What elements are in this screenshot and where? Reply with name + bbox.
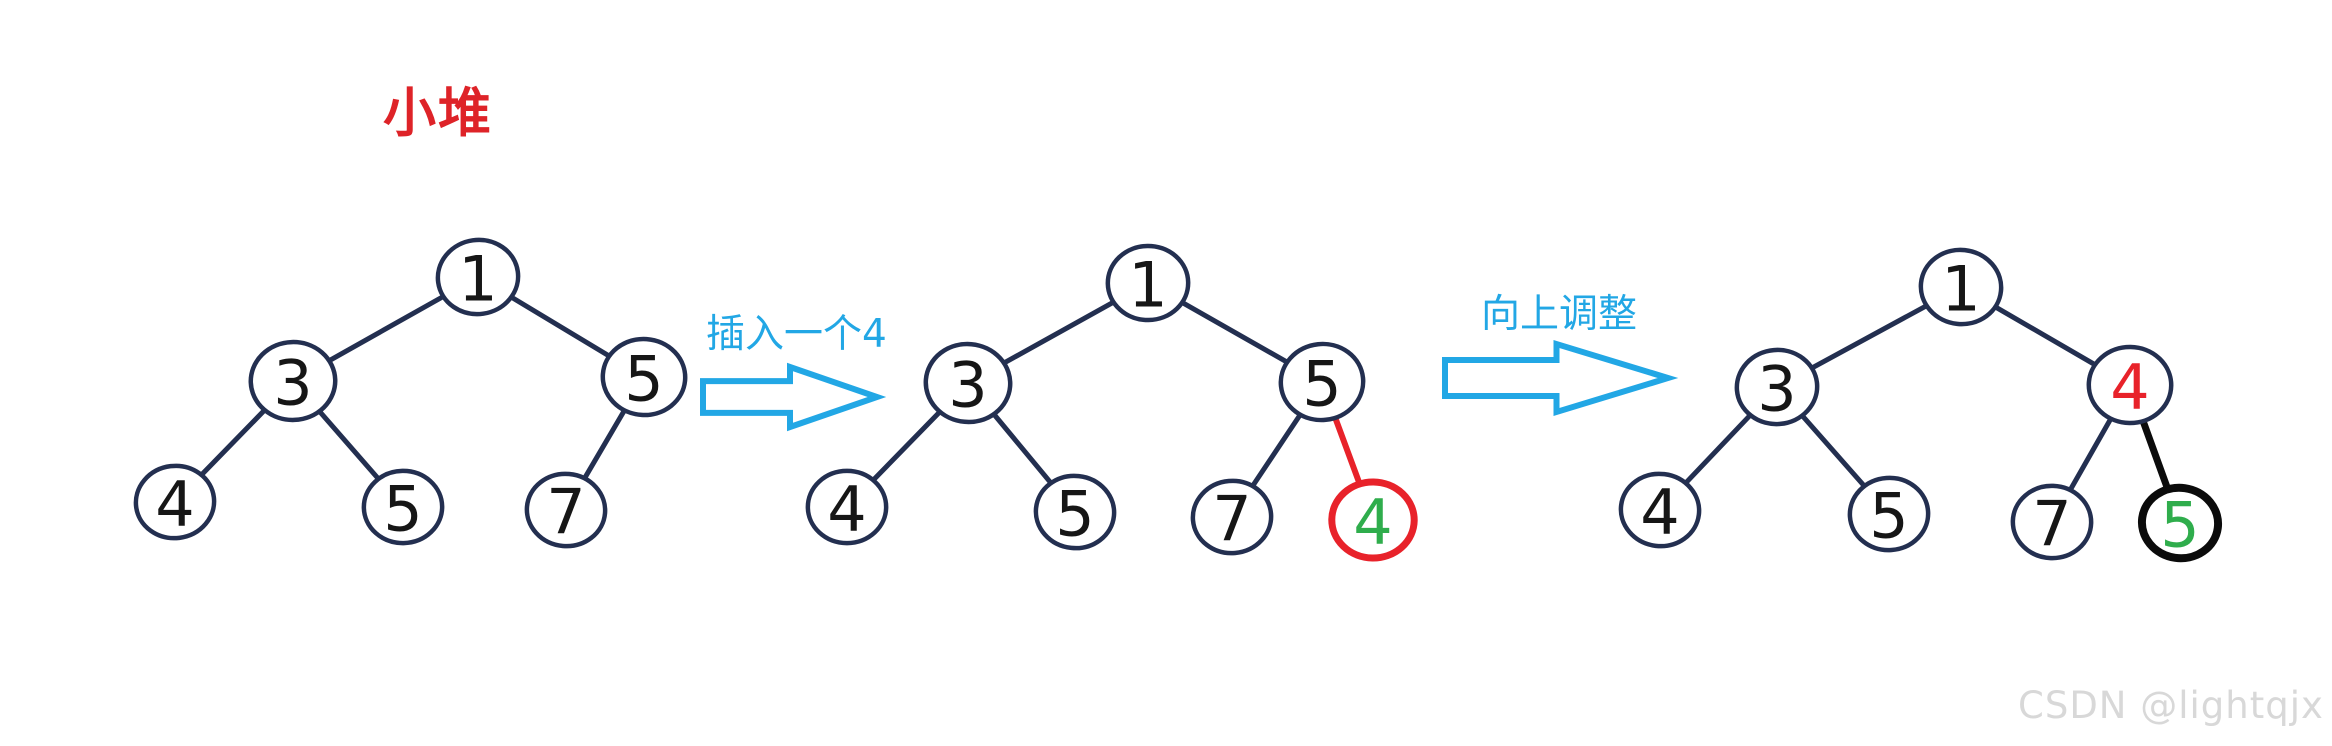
- tree-node: 3: [248, 339, 338, 423]
- arrow-label: 向上调整: [1481, 292, 1637, 337]
- node-label: 4: [155, 468, 194, 541]
- node-circle: [361, 468, 445, 546]
- tree-edge: [324, 292, 449, 365]
- tree-node: 5: [1847, 475, 1931, 553]
- tree-edge: [869, 408, 944, 484]
- node-circle: [435, 237, 521, 317]
- block-arrow-shape: [700, 362, 887, 432]
- tree-node: 1: [1105, 243, 1191, 323]
- tree-node: 5: [1278, 341, 1366, 423]
- node-circle: [1105, 243, 1191, 323]
- tree-node: 5: [2137, 483, 2223, 563]
- node-circle: [1033, 473, 1117, 551]
- tree-edge: [1990, 303, 2100, 369]
- tree-edge: [1682, 411, 1754, 487]
- tree-edge: [1177, 298, 1292, 366]
- node-circle: [1734, 347, 1820, 427]
- node-circle: [1328, 478, 1418, 562]
- node-label: 7: [546, 476, 585, 549]
- tree-node: 5: [600, 336, 688, 418]
- node-circle: [2137, 483, 2223, 563]
- node-label: 1: [1941, 253, 1980, 326]
- node-circle: [2010, 483, 2094, 561]
- node-circle: [1918, 247, 2004, 327]
- node-label: 5: [1055, 478, 1094, 551]
- watermark: CSDN @lightqjx: [2018, 684, 2324, 727]
- node-label: 5: [624, 343, 663, 416]
- tree-edge: [2067, 415, 2114, 494]
- tree-edge: [1249, 411, 1304, 490]
- adjust-up-arrow: 向上调整: [1442, 292, 1679, 417]
- tree-node: 1: [1918, 247, 2004, 327]
- node-label: 1: [458, 243, 497, 316]
- node-label: 5: [1869, 480, 1908, 553]
- node-circle: [524, 471, 608, 549]
- node-label: 5: [1302, 348, 1341, 421]
- node-circle: [1190, 478, 1274, 556]
- node-circle: [600, 336, 688, 418]
- block-arrow-shape: [1442, 339, 1679, 417]
- tree-node: 4: [133, 463, 217, 541]
- tree-node: 3: [923, 341, 1013, 425]
- tree-node: 7: [524, 471, 608, 549]
- node-circle: [133, 463, 217, 541]
- tree-node: 1: [435, 237, 521, 317]
- tree-edge: [1807, 302, 1931, 372]
- tree-edge: [197, 406, 269, 479]
- heap-title: 小堆: [383, 85, 493, 143]
- node-circle: [1847, 475, 1931, 553]
- tree-edge: [316, 407, 382, 483]
- tree-edge: [990, 410, 1055, 487]
- node-label: 7: [1212, 483, 1251, 556]
- insert-arrow: 插入一个4: [700, 312, 887, 432]
- tree-node: 5: [361, 468, 445, 546]
- node-label: 1: [1128, 249, 1167, 322]
- node-label: 5: [383, 473, 422, 546]
- node-label: 3: [1757, 353, 1796, 426]
- tree-node: 5: [1033, 473, 1117, 551]
- node-circle: [1278, 341, 1366, 423]
- tree-edge: [999, 298, 1119, 367]
- node-circle: [923, 341, 1013, 425]
- tree-node: 7: [2010, 483, 2094, 561]
- tree-edge: [1332, 414, 1363, 488]
- node-label: 4: [827, 473, 866, 546]
- node-label: 3: [273, 347, 312, 420]
- tree-edge: [2139, 417, 2172, 494]
- node-label: 3: [948, 349, 987, 422]
- tree-node: 4: [805, 468, 889, 546]
- node-label: 5: [2160, 489, 2199, 562]
- tree-node: 4: [2086, 344, 2174, 426]
- node-label: 4: [2110, 351, 2149, 424]
- node-label: 4: [1353, 486, 1392, 559]
- tree-node: 7: [1190, 478, 1274, 556]
- node-circle: [805, 468, 889, 546]
- node-label: 7: [2032, 488, 2071, 561]
- tree-edge: [581, 407, 628, 482]
- tree-node: 4: [1618, 471, 1702, 549]
- node-circle: [1618, 471, 1702, 549]
- tree-edge: [1798, 412, 1868, 490]
- tree-edge: [507, 293, 614, 360]
- node-label: 4: [1640, 476, 1679, 549]
- arrow-label: 插入一个4: [706, 312, 887, 357]
- node-circle: [248, 339, 338, 423]
- tree-node: 4: [1328, 478, 1418, 562]
- tree-node: 3: [1734, 347, 1820, 427]
- node-circle: [2086, 344, 2174, 426]
